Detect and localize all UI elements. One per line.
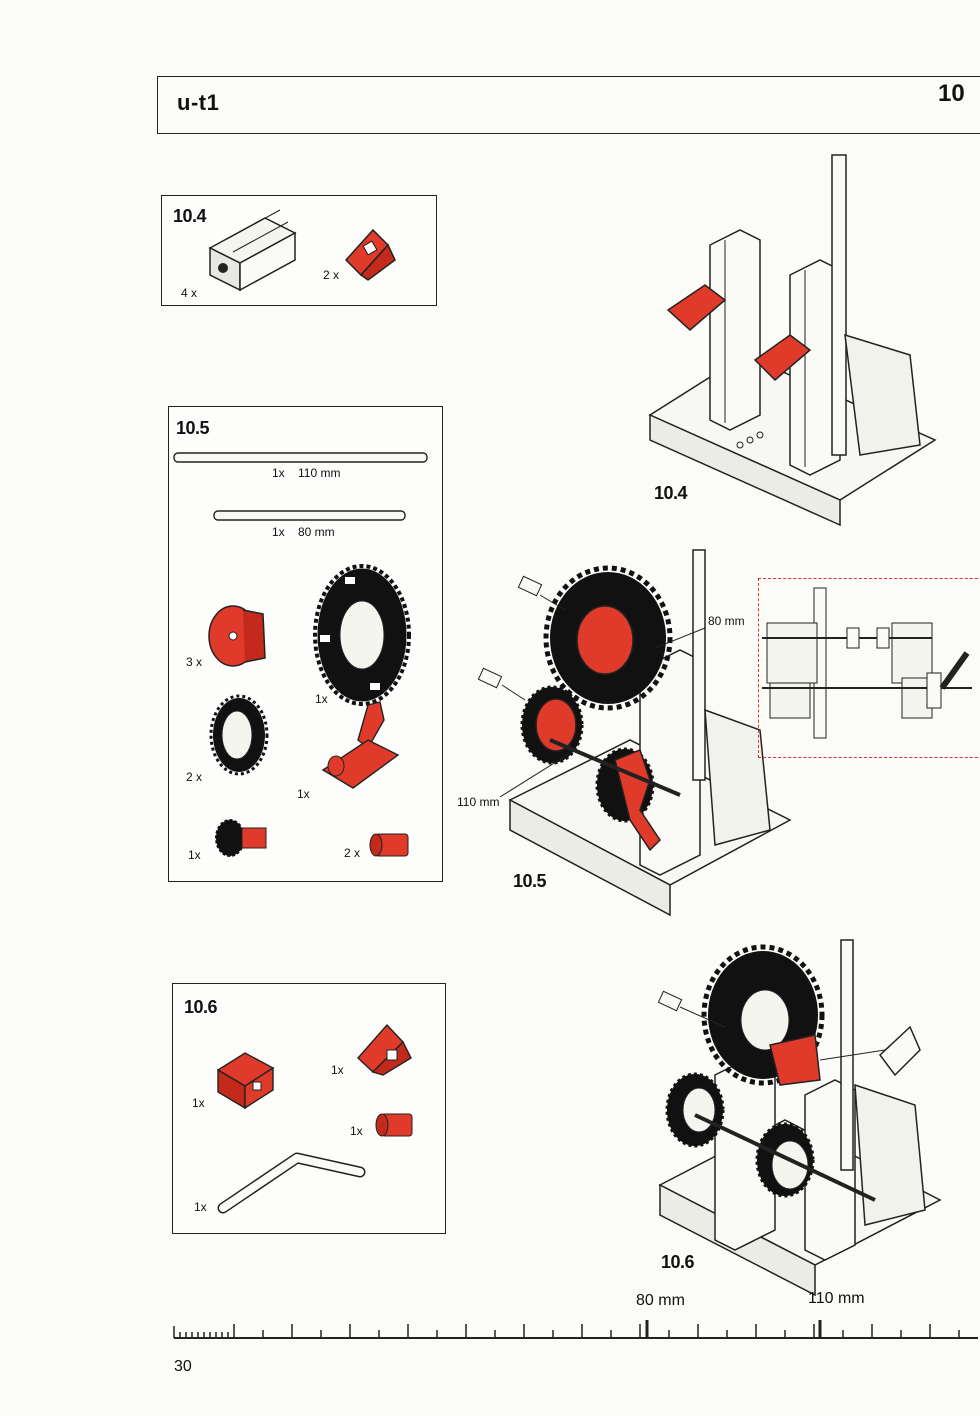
bent-axle-icon bbox=[217, 1152, 366, 1214]
dimension-label: 80 mm bbox=[708, 614, 745, 628]
red-collar-icon bbox=[369, 833, 409, 857]
assembly-10-5-illustration bbox=[477, 549, 792, 917]
part-qty: 1x bbox=[194, 1200, 207, 1214]
red-angle-block-icon bbox=[357, 1023, 412, 1076]
step-label: 10.4 bbox=[173, 206, 207, 226]
red-block-icon bbox=[216, 1052, 275, 1110]
assembly-10-6-illustration bbox=[657, 939, 942, 1297]
red-crank-icon bbox=[321, 701, 400, 789]
axle-qty: 1x bbox=[272, 466, 285, 480]
dimension-label: 110 mm bbox=[457, 795, 500, 809]
part-qty: 2 x bbox=[323, 268, 340, 282]
assembly-label: 10.5 bbox=[513, 871, 547, 891]
page-number: 30 bbox=[174, 1358, 192, 1375]
assembly-label: 10.6 bbox=[661, 1252, 695, 1272]
chapter-number: 10 bbox=[938, 80, 965, 107]
red-collar-icon bbox=[375, 1113, 413, 1137]
ruler-label: 80 mm bbox=[636, 1292, 685, 1309]
axle-80-icon bbox=[213, 510, 406, 521]
measurement-ruler bbox=[173, 1320, 978, 1339]
part-qty: 1x bbox=[350, 1124, 363, 1138]
part-qty: 2 x bbox=[186, 770, 203, 784]
axle-length: 110 mm bbox=[298, 466, 341, 480]
page-title: u-t1 bbox=[177, 90, 220, 115]
part-qty: 4 x bbox=[181, 286, 198, 300]
pinion-icon bbox=[215, 819, 267, 857]
part-qty: 2 x bbox=[344, 846, 361, 860]
ruler-label: 110 mm bbox=[808, 1290, 865, 1307]
axle-qty: 1x bbox=[272, 525, 285, 539]
part-qty: 1x bbox=[188, 848, 201, 862]
part-qty: 1x bbox=[315, 692, 328, 706]
assembly-label: 10.4 bbox=[654, 483, 688, 503]
part-qty: 1x bbox=[297, 787, 310, 801]
part-qty: 1x bbox=[192, 1096, 205, 1110]
detail-view-box bbox=[758, 578, 980, 758]
assembly-10-4-illustration bbox=[648, 154, 937, 527]
step-label: 10.5 bbox=[176, 418, 210, 438]
step-label: 10.6 bbox=[184, 997, 218, 1017]
header-box bbox=[157, 76, 980, 134]
building-block-icon bbox=[208, 209, 297, 292]
axle-length: 80 mm bbox=[298, 525, 335, 539]
small-gear-icon bbox=[209, 694, 269, 776]
large-gear-icon bbox=[313, 564, 411, 706]
axle-110-icon bbox=[173, 452, 428, 463]
part-qty: 1x bbox=[331, 1063, 344, 1077]
red-angle-block-icon bbox=[344, 228, 396, 281]
parts-panel-10-6 bbox=[172, 983, 446, 1234]
detail-view-illustration bbox=[762, 587, 972, 739]
part-qty: 3 x bbox=[186, 655, 203, 669]
red-hub-icon bbox=[208, 605, 266, 667]
